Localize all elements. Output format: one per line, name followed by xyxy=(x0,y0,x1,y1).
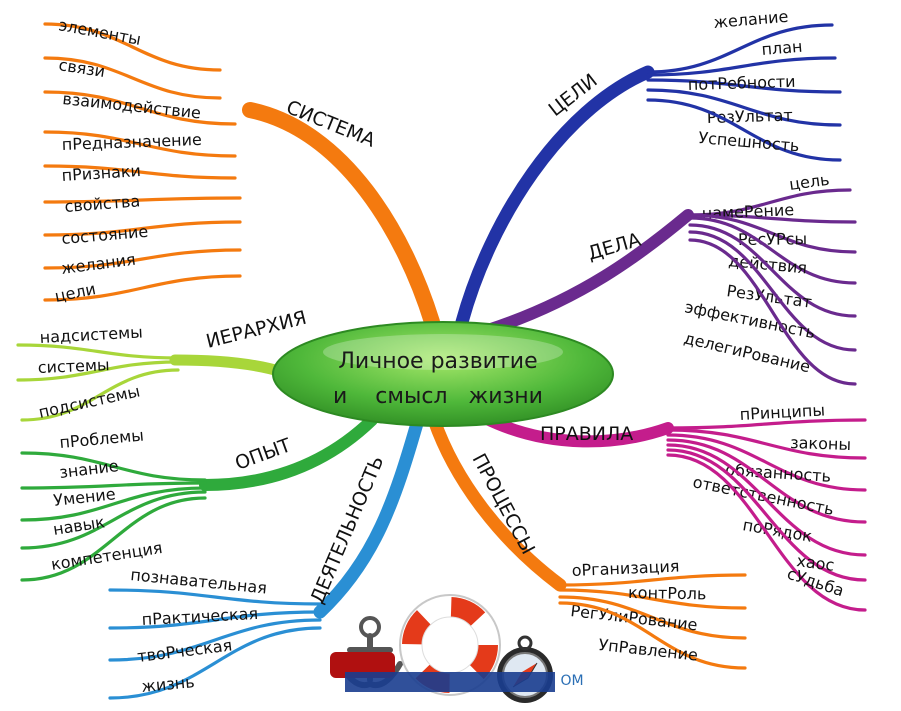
leaf-line xyxy=(688,223,857,318)
leaf-line xyxy=(666,433,867,492)
leaf-label[interactable]: хаос xyxy=(795,551,835,575)
branch-dela[interactable]: цельнамеРениеРесУРсыдействияРезУльтатэфф… xyxy=(482,170,857,386)
leaf-line xyxy=(43,56,222,100)
leaf-label[interactable]: пРоблемы xyxy=(59,426,145,452)
leaf-line xyxy=(558,573,747,587)
branch-line-processy xyxy=(427,413,567,592)
leaf-label[interactable]: пРизнаки xyxy=(61,161,141,185)
leaf-line xyxy=(108,588,322,606)
leaf-label[interactable]: надсистемы xyxy=(39,322,143,347)
leaf-line xyxy=(646,88,842,127)
leaf-line xyxy=(558,601,747,670)
leaf-line xyxy=(108,618,322,662)
center-title-line2: и смысл жизни xyxy=(333,384,543,409)
branch-ierarhiya[interactable]: надсистемы системы подсистемы ИЕРАРХИЯ xyxy=(16,307,309,422)
leaf-line xyxy=(43,164,237,180)
leaf-line xyxy=(666,438,867,524)
lifebuoy-icon xyxy=(399,594,501,696)
branch-line-pravila xyxy=(479,412,674,448)
leaf-label[interactable]: жизнь xyxy=(141,672,196,696)
leaf-label[interactable]: знание xyxy=(58,456,119,482)
branch-line-dela xyxy=(482,209,694,336)
leaf-line xyxy=(43,90,237,126)
branch-line-deyatelnost xyxy=(313,413,425,619)
leaf-label[interactable]: желания xyxy=(60,250,137,278)
leaf-line xyxy=(20,368,180,422)
logo-text: ОМ xyxy=(560,673,583,689)
leaf-line xyxy=(688,213,857,254)
leaf-label[interactable]: желание xyxy=(713,7,789,32)
branch-line-ierarhiya xyxy=(169,354,288,378)
leaf-line xyxy=(43,130,237,158)
leaf-line xyxy=(43,196,242,204)
leaf-label[interactable]: потРебности xyxy=(688,72,796,94)
leaf-label[interactable]: УпРавление xyxy=(598,635,699,665)
leaf-label[interactable]: пРедназначение xyxy=(61,130,202,154)
leaf-line xyxy=(666,418,867,430)
leaf-label[interactable]: пРинципы xyxy=(739,400,825,424)
leaf-line xyxy=(688,238,857,386)
leaf-label[interactable]: цели xyxy=(53,279,97,306)
branch-line-opyt xyxy=(199,414,378,491)
leaf-line xyxy=(646,23,834,74)
logo: ОМ xyxy=(330,594,584,703)
leaf-label[interactable]: состояние xyxy=(61,222,149,248)
leaf-line xyxy=(646,98,842,162)
leaf-label[interactable]: РесУРсы xyxy=(738,229,807,249)
leaf-line xyxy=(666,443,867,557)
leaf-line xyxy=(20,481,207,490)
center-ellipse xyxy=(272,321,614,427)
leaf-label[interactable]: законы xyxy=(790,433,851,454)
leaf-line xyxy=(43,274,242,302)
leaf-line xyxy=(43,220,242,237)
leaf-label[interactable]: оРганизация xyxy=(571,557,679,580)
leaf-line xyxy=(43,248,242,270)
leaf-line xyxy=(16,343,180,360)
leaf-label[interactable]: элементы xyxy=(57,15,142,49)
leaf-line xyxy=(688,230,857,352)
leaf-line xyxy=(20,496,207,582)
branch-label-ierarhiya[interactable]: ИЕРАРХИЯ xyxy=(204,307,309,353)
leaf-line xyxy=(646,56,837,77)
leaf-line xyxy=(666,448,867,582)
branch-sistema[interactable]: элементысвязивзаимодействиепРедназначени… xyxy=(43,15,440,330)
leaf-line xyxy=(16,360,180,382)
leaf-label[interactable]: свойства xyxy=(64,191,141,216)
leaf-line xyxy=(43,22,222,72)
branch-label-pravila[interactable]: ПРАВИЛА xyxy=(540,423,633,445)
leaf-label[interactable]: подсистемы xyxy=(37,381,142,422)
center-node[interactable]: Личное развитие и смысл жизни xyxy=(272,321,614,427)
leaf-line xyxy=(646,78,842,94)
leaf-label[interactable]: связи xyxy=(57,55,106,81)
leaf-label[interactable]: Успешность xyxy=(698,128,801,155)
center-title-line1: Личное развитие xyxy=(338,349,537,374)
leaf-line xyxy=(688,216,857,285)
leaf-line xyxy=(108,610,322,630)
compass-icon xyxy=(497,635,553,703)
branch-line-sistema xyxy=(242,102,440,330)
leaf-label[interactable]: пРактическая xyxy=(141,604,258,629)
leaf-label[interactable]: познавательная xyxy=(130,565,268,598)
leaf-line xyxy=(558,595,747,640)
leaf-line xyxy=(20,490,207,550)
leaf-line xyxy=(20,451,207,482)
branch-line-celi xyxy=(455,65,655,329)
leaf-line xyxy=(558,588,747,610)
leaf-label[interactable]: системы xyxy=(37,355,110,377)
leaf-line xyxy=(666,428,867,460)
leaf-line xyxy=(108,626,322,700)
leaf-label[interactable]: контРоль xyxy=(628,583,707,603)
leaf-label[interactable]: план xyxy=(761,37,803,59)
leaf-line xyxy=(666,453,867,612)
leaf-line xyxy=(20,486,207,522)
